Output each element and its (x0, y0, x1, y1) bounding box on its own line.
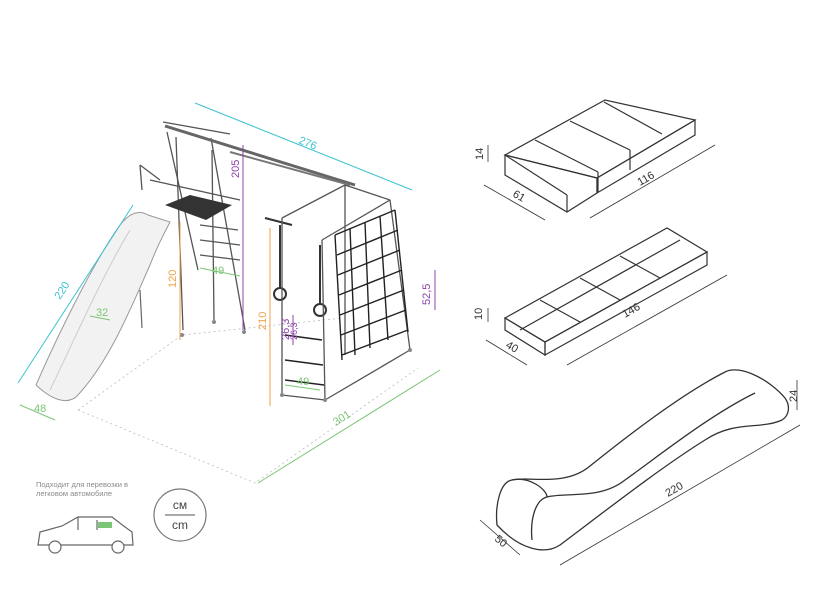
unit-badge-icon (153, 488, 207, 542)
dim-rings-range-label: 26,3 (289, 322, 299, 340)
box-1-length-label: 116 (636, 169, 657, 188)
dim-platform-height-label: 120 (167, 270, 179, 288)
net-frame (281, 184, 411, 401)
package-box-1 (503, 99, 697, 213)
dim-width-label: 276 (297, 135, 319, 153)
box-2-dimensions (485, 274, 728, 366)
package-box-2 (503, 227, 709, 357)
box-1-dimensions (483, 144, 716, 221)
top-beam (164, 124, 356, 187)
climbing-net (284, 209, 409, 386)
slide (35, 212, 171, 402)
dim-slide-inner-label: 32 (96, 307, 108, 319)
box-2-width-label: 40 (504, 339, 521, 356)
transport-note: Подходит для перевозки в легковом автомо… (36, 480, 128, 498)
unit-bottom-label: cm (172, 518, 188, 532)
playground-illustration: 276 220 48 32 120 49 205 210 26,3 26,3 5… (17, 102, 441, 484)
box-2-length-label: 146 (621, 301, 643, 321)
box-1-height-label: 14 (474, 148, 486, 160)
slide-height-label: 24 (788, 390, 800, 402)
swing-bar (229, 151, 351, 186)
dim-slide-length-label: 220 (52, 280, 72, 302)
dimension-lines (17, 102, 441, 484)
slide-package (495, 369, 790, 551)
slide-length-label: 220 (664, 480, 686, 500)
dim-slide-width-label: 48 (34, 403, 46, 415)
ground-outline (77, 317, 419, 484)
gymnastic-rings (264, 217, 327, 317)
dim-frame-height-label: 210 (257, 312, 269, 330)
platform-deck (165, 195, 232, 220)
slide-dimensions (479, 380, 801, 566)
slide-width-label: 50 (492, 533, 509, 550)
dim-platform-depth-label: 49 (212, 265, 224, 277)
unit-top-label: см (173, 498, 187, 512)
post-feet (180, 320, 412, 402)
box-2-height-label: 10 (473, 308, 485, 320)
dim-top-height-label: 205 (230, 160, 242, 178)
dim-rings-height-label: 26,3 (280, 319, 292, 340)
box-1-width-label: 61 (511, 188, 528, 205)
dim-net-height-label: 52,5 (421, 284, 433, 305)
car-icon (37, 516, 134, 554)
platform-frame (139, 121, 246, 331)
dim-net-width-label: 49 (297, 376, 309, 388)
